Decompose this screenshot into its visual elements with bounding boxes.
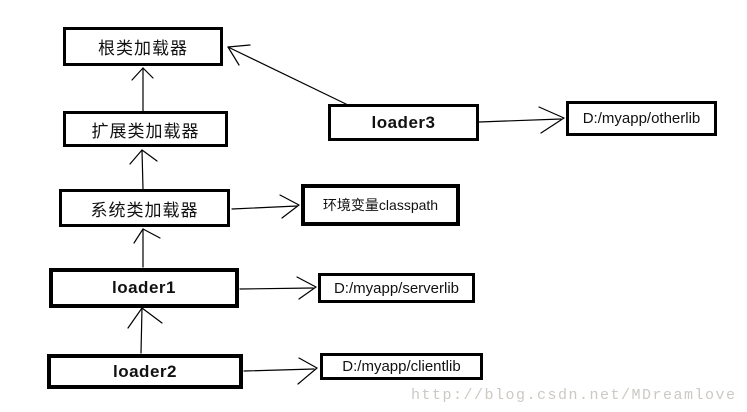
arrow-loader2-to-clientlib bbox=[243, 357, 318, 385]
watermark-url: http://blog.csdn.net/MDreamlove bbox=[411, 387, 737, 404]
node-loader1: loader1 bbox=[49, 268, 239, 308]
node-loader2: loader2 bbox=[47, 354, 243, 389]
arrow-loader3-to-otherlib bbox=[478, 106, 565, 134]
node-root-classloader: 根类加载器 bbox=[63, 27, 223, 66]
node-loader3: loader3 bbox=[328, 104, 479, 141]
node-system-classloader: 系统类加载器 bbox=[59, 189, 230, 227]
arrow-loader1-to-sys bbox=[133, 228, 161, 268]
arrow-sys-to-classpath bbox=[231, 194, 300, 219]
node-otherlib-path: D:/myapp/otherlib bbox=[566, 101, 717, 136]
node-classpath-env: 环境变量classpath bbox=[301, 184, 460, 226]
arrow-sys-to-ext bbox=[129, 149, 158, 190]
arrow-ext-to-root bbox=[131, 67, 154, 112]
node-extension-classloader: 扩展类加载器 bbox=[63, 111, 228, 147]
arrow-loader1-to-serverlib bbox=[239, 276, 317, 300]
node-serverlib-path: D:/myapp/serverlib bbox=[318, 273, 475, 303]
arrow-loader2-to-loader1 bbox=[127, 307, 163, 354]
node-clientlib-path: D:/myapp/clientlib bbox=[320, 353, 483, 380]
arrow-loader3-to-root bbox=[227, 44, 349, 106]
